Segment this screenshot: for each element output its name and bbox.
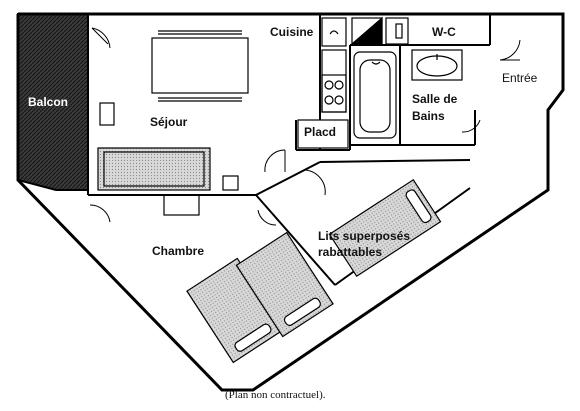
chambre-furniture	[163, 194, 334, 364]
dining-table	[151, 37, 249, 94]
placard-cabinet	[297, 119, 349, 149]
label-salle-de-bains-1: Salle de	[412, 92, 458, 106]
kitchen-fixtures	[321, 17, 347, 113]
desk	[163, 194, 200, 216]
label-chambre: Chambre	[152, 244, 204, 258]
sejour-furniture	[97, 30, 249, 191]
sofa	[97, 147, 211, 191]
bathtub	[353, 51, 397, 139]
label-wc: W-C	[432, 25, 456, 39]
bathroom-fixtures	[350, 16, 463, 139]
bed-right	[235, 231, 334, 338]
stove	[321, 74, 347, 113]
label-entree: Entrée	[502, 71, 538, 85]
washbasin	[411, 49, 463, 81]
outer-walls	[16, 12, 565, 392]
plan-caption: (Plan non contractuel).	[225, 389, 326, 401]
interior-walls	[87, 14, 491, 286]
label-sejour: Séjour	[150, 115, 188, 129]
label-lits-2: rabattables	[318, 245, 382, 259]
label-cuisine: Cuisine	[270, 25, 314, 39]
label-salle-de-bains-2: Bains	[412, 109, 445, 123]
label-balcon: Balcon	[28, 95, 68, 109]
bunk-bed	[328, 178, 442, 278]
door-swings	[89, 27, 521, 226]
side-table	[222, 175, 239, 191]
label-lits-1: Lits superposés	[318, 229, 410, 243]
armchair	[99, 102, 115, 126]
label-placard: Placd	[304, 125, 336, 139]
kitchen-sink	[321, 17, 347, 47]
